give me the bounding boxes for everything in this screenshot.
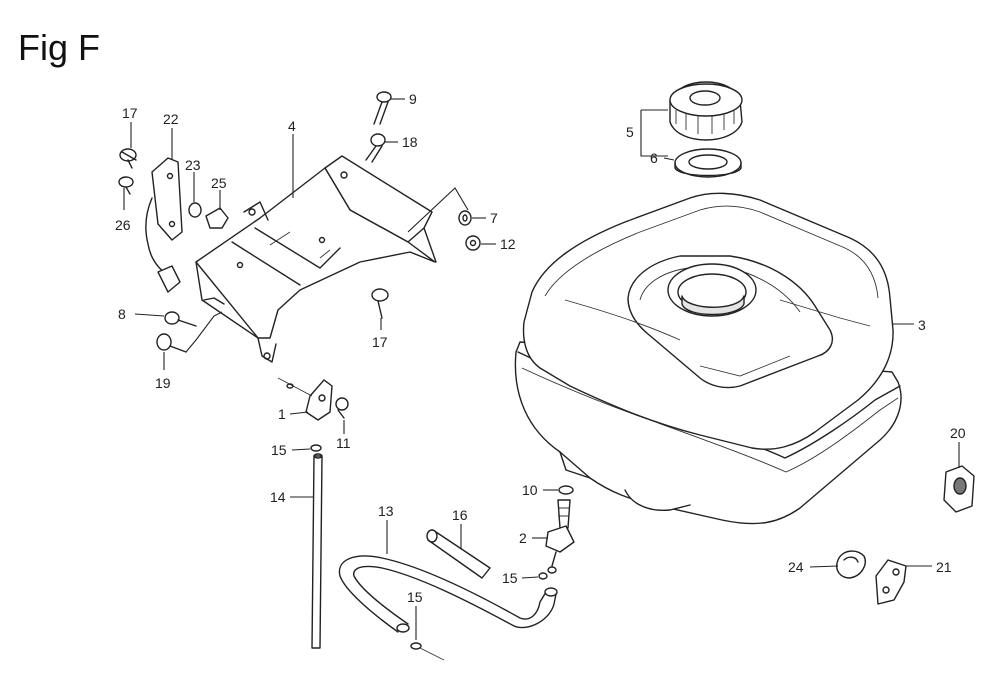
tube-16 [426, 529, 491, 579]
callout-6: 6 [650, 150, 658, 166]
grommet-20 [943, 465, 975, 513]
bolt-18 [365, 133, 386, 163]
bracket-21 [875, 559, 907, 605]
callout-8: 8 [118, 306, 126, 322]
callout-4: 4 [288, 118, 296, 134]
callout-24: 24 [788, 559, 804, 575]
callout-5: 5 [626, 124, 634, 140]
callout-22: 22 [163, 111, 179, 127]
fuel-valve-1 [277, 377, 333, 421]
callout-15-upper: 15 [271, 442, 287, 458]
nut-23 [188, 202, 202, 218]
leader-lines [123, 98, 960, 640]
callout-19: 19 [155, 375, 171, 391]
callout-16: 16 [452, 507, 468, 523]
callout-17: 17 [122, 105, 138, 121]
bolt-11 [335, 397, 349, 419]
callout-26: 26 [115, 217, 131, 233]
callout-11: 11 [336, 435, 351, 451]
callout-25: 25 [211, 175, 227, 191]
clip-15-right [538, 572, 548, 580]
clip-25 [205, 207, 229, 229]
clip-15-lower [410, 642, 445, 661]
callout-20: 20 [950, 425, 966, 441]
gasket-10 [558, 485, 574, 495]
fuel-tank [514, 192, 902, 525]
stay-plate-22 [151, 157, 183, 241]
nut-12 [465, 235, 481, 251]
callout-21: 21 [936, 559, 952, 575]
fuel-joint-2 [545, 499, 575, 574]
fuel-cap-gasket [674, 148, 742, 178]
callout-15-lower: 15 [407, 589, 423, 605]
callout-1: 1 [278, 406, 286, 422]
callout-23: 23 [185, 157, 201, 173]
callout-9: 9 [409, 91, 417, 107]
bolt-19 [156, 333, 187, 353]
callout-15-right: 15 [502, 570, 518, 586]
cable-wire [145, 197, 181, 293]
callout-labels: 17 22 23 25 26 4 9 18 7 12 8 19 17 1 11 … [115, 91, 966, 605]
callout-7: 7 [490, 210, 498, 226]
tube-14 [311, 453, 323, 649]
fuel-hose-13 [338, 555, 558, 633]
washer-7 [458, 210, 472, 226]
fuel-cap [669, 81, 743, 141]
bolt-26 [118, 176, 134, 195]
bolt-17-upper [119, 148, 137, 169]
clip-15-upper [310, 444, 322, 452]
callout-18: 18 [402, 134, 418, 150]
figure-title: Fig F [18, 27, 100, 68]
callout-10: 10 [522, 482, 538, 498]
callout-12: 12 [500, 236, 516, 252]
callout-2: 2 [519, 530, 527, 546]
callout-17-lower: 17 [372, 334, 388, 350]
bolt-8 [164, 311, 197, 327]
bolt-17-lower [371, 288, 389, 319]
clamp-24 [836, 550, 866, 579]
callout-3: 3 [918, 317, 926, 333]
callout-14: 14 [270, 489, 286, 505]
bolt-9 [373, 91, 392, 125]
tank-bracket [195, 155, 437, 363]
callout-13: 13 [378, 503, 394, 519]
